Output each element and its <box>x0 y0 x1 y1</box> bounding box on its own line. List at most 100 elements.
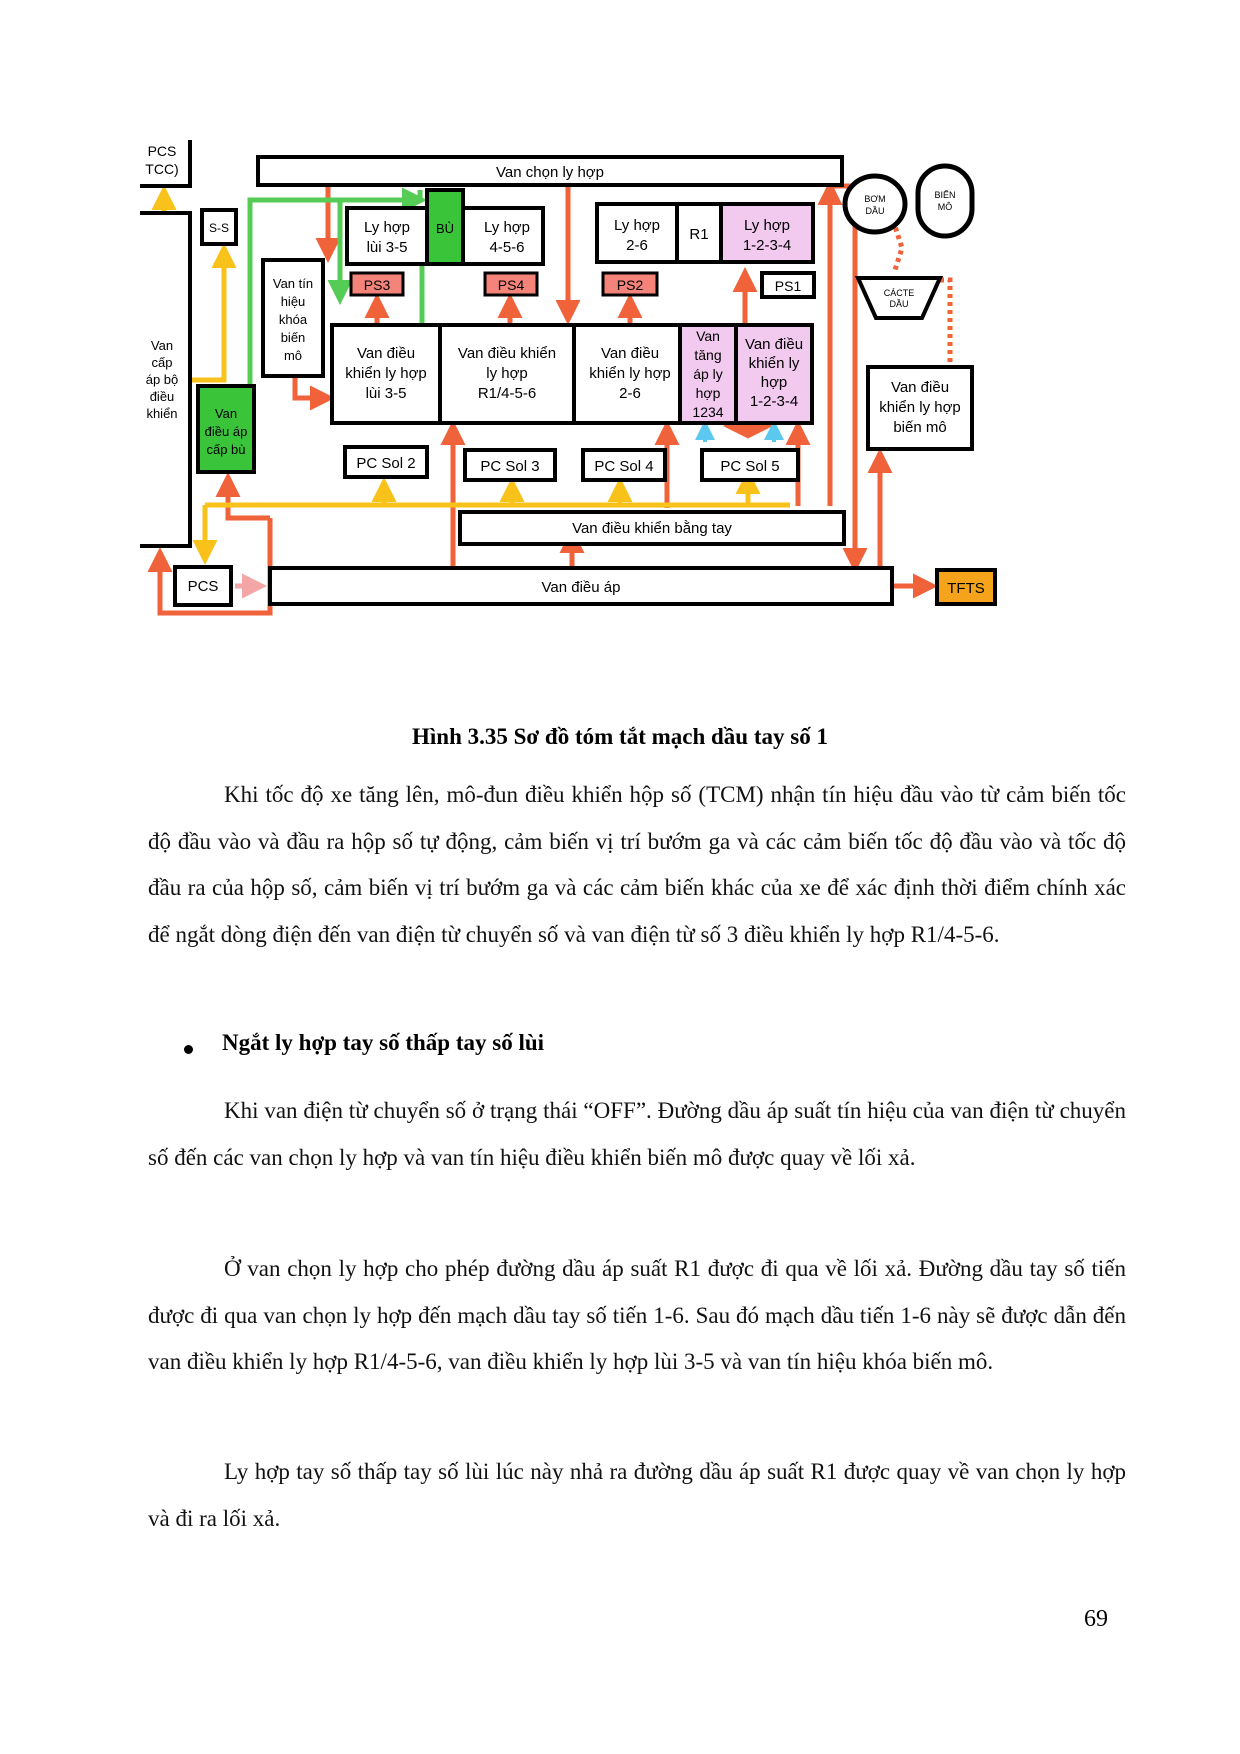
van-dk-r1456-box: Van điều khiển ly hợp R1/4-5-6 <box>438 323 576 425</box>
van-tang-ap-line2: tăng <box>694 347 721 363</box>
ly-hop-1234-box: Ly hợp 1-2-3-4 <box>719 202 815 264</box>
van-dk-bien-mo-line2: khiển ly hợp <box>879 399 961 416</box>
van-dk-1234-line4: 1-2-3-4 <box>750 393 798 410</box>
van-chon-ly-hop-label: Van chọn ly hợp <box>496 164 604 181</box>
van-dk-1234-line1: Van điều <box>745 336 803 353</box>
cacte-dau-line1: CÁCTE <box>884 288 915 298</box>
bu-box: BÙ <box>425 188 465 266</box>
ps3-label: PS3 <box>364 277 391 293</box>
ps4-box: PS4 <box>483 271 539 297</box>
bullet-dot <box>184 1045 193 1054</box>
ly-hop-26-line1: Ly hợp <box>614 217 660 234</box>
tfts-label: TFTS <box>947 580 985 597</box>
van-dk-bien-mo-line3: biến mô <box>893 419 946 436</box>
van-dk-r1456-line2: ly hợp <box>486 365 528 382</box>
ly-hop-456-line2: 4-5-6 <box>489 239 524 256</box>
pcs-tcc-line2: TCC) <box>145 161 178 177</box>
van-tang-ap-line3: áp ly <box>693 366 723 382</box>
van-dk-lui-line2: khiển ly hợp <box>345 365 427 382</box>
van-tin-hieu-line2: hiệu <box>281 294 306 309</box>
van-cap-ap-box: Van cấp áp bộ điều khiển <box>140 211 192 548</box>
r1-box: R1 <box>675 202 723 264</box>
van-dk-bang-tay-box: Van điều khiển bằng tay <box>458 510 846 546</box>
van-tin-hieu-line5: mô <box>284 348 302 363</box>
ly-hop-1234-line2: 1-2-3-4 <box>743 237 791 254</box>
ly-hop-1234-line1: Ly hợp <box>744 217 790 234</box>
figure-caption: Hình 3.35 Sơ đồ tóm tắt mạch dầu tay số … <box>412 724 828 749</box>
ly-hop-lui-line2: lùi 3-5 <box>367 239 408 256</box>
van-dk-26-box: Van điều khiển ly hợp 2-6 <box>572 323 682 425</box>
van-dk-1234-line3: hợp <box>761 374 788 391</box>
dotted-return-lines <box>890 219 953 362</box>
van-tin-hieu-line1: Van tín <box>273 276 313 291</box>
van-dk-26-line2: khiển ly hợp <box>589 365 671 382</box>
van-dk-lui-line3: lùi 3-5 <box>366 385 407 402</box>
van-dk-bien-mo-line1: Van điều <box>891 379 949 396</box>
ly-hop-456-box: Ly hợp 4-5-6 <box>461 206 545 266</box>
van-tang-ap-line4: hợp <box>696 385 721 401</box>
van-dieu-ap-label: Van điều áp <box>542 579 621 596</box>
van-dk-r1456-line3: R1/4-5-6 <box>478 385 536 402</box>
pc-sol-3-label: PC Sol 3 <box>480 458 539 475</box>
van-dieu-ap-cap-bu-box: Van điều áp cấp bù <box>196 384 256 474</box>
van-dk-26-line1: Van điều <box>601 345 659 362</box>
van-dk-lui-box: Van điều khiển ly hợp lùi 3-5 <box>330 323 442 425</box>
van-tin-hieu-box: Van tín hiệu khóa biến mô <box>261 258 325 378</box>
r1-label: R1 <box>689 226 708 243</box>
van-dk-lui-line1: Van điều <box>357 345 415 362</box>
bu-label: BÙ <box>436 221 454 236</box>
pc-sol-4-label: PC Sol 4 <box>594 458 653 475</box>
paragraph-4: Ly hợp tay số thấp tay số lùi lúc này nh… <box>148 1459 1126 1531</box>
paragraph-1: Khi tốc độ xe tăng lên, mô-đun điều khiể… <box>148 782 1126 947</box>
ps2-box: PS2 <box>601 271 659 297</box>
bullet-heading-text: Ngắt ly hợp tay số thấp tay số lùi <box>222 1030 545 1055</box>
bom-dau-line2: DẦU <box>865 206 884 216</box>
van-dk-26-line3: 2-6 <box>619 385 641 402</box>
ps2-label: PS2 <box>617 277 644 293</box>
bien-mo-line2: MÔ <box>938 202 953 212</box>
van-cap-ap-line1: Van <box>151 338 173 353</box>
ly-hop-456-line1: Ly hợp <box>484 219 530 236</box>
pc-sol-2-box: PC Sol 2 <box>343 445 429 479</box>
bien-mo-line1: BIẾN <box>934 190 955 200</box>
van-cap-ap-line2: cấp <box>152 355 173 370</box>
pc-sol-4-box: PC Sol 4 <box>581 448 667 482</box>
van-tin-hieu-line4: biến <box>281 330 306 345</box>
bom-dau-line1: BƠM <box>864 194 885 204</box>
van-dk-bang-tay-label: Van điều khiển bằng tay <box>572 520 732 537</box>
ly-hop-26-box: Ly hợp 2-6 <box>595 202 679 264</box>
yellow-oil-lines <box>151 185 790 565</box>
van-dk-r1456-line1: Van điều khiển <box>458 345 556 362</box>
ps4-label: PS4 <box>498 277 525 293</box>
van-tang-ap-line5: 1234 <box>692 404 723 420</box>
ps1-box: PS1 <box>760 271 816 299</box>
van-chon-ly-hop-box: Van chọn ly hợp <box>256 155 844 187</box>
van-tang-ap-box: Van tăng áp ly hợp 1234 <box>678 323 738 425</box>
ly-hop-lui-box: Ly hợp lùi 3-5 <box>345 206 429 266</box>
ly-hop-26-line2: 2-6 <box>626 237 648 254</box>
s-s-box: S-S <box>200 208 238 246</box>
paragraph-2: Khi van điện từ chuyển số ở trạng thái “… <box>148 1098 1126 1170</box>
tfts-box: TFTS <box>935 568 997 606</box>
cacte-dau-line2: DẦU <box>889 299 908 309</box>
van-tin-hieu-line3: khóa <box>279 312 308 327</box>
van-tang-ap-line1: Van <box>696 328 720 344</box>
pcs-box: PCS <box>173 565 233 607</box>
van-cap-ap-line4: điều <box>150 389 175 404</box>
van-dieu-ap-box: Van điều áp <box>268 566 894 606</box>
green-oil-lines <box>247 187 427 385</box>
s-s-label: S-S <box>209 221 229 235</box>
van-dk-1234-line2: khiển ly <box>749 355 800 372</box>
pc-sol-5-box: PC Sol 5 <box>700 448 800 482</box>
van-dieu-ap-cap-bu-line2: điều áp <box>205 424 248 439</box>
bom-dau-circle: BƠM DẦU <box>842 173 908 235</box>
pc-sol-3-box: PC Sol 3 <box>463 448 557 482</box>
van-cap-ap-line3: áp bộ <box>146 372 179 387</box>
pc-sol-5-label: PC Sol 5 <box>720 458 779 475</box>
van-dieu-ap-cap-bu-line3: cấp bù <box>206 442 245 457</box>
paragraph-3: Ở van chọn ly hợp cho phép đường dầu áp … <box>148 1256 1126 1374</box>
van-dk-1234-box: Van điều khiển ly hợp 1-2-3-4 <box>734 323 814 425</box>
ps1-label: PS1 <box>775 278 802 294</box>
page-number: 69 <box>1084 1606 1108 1632</box>
